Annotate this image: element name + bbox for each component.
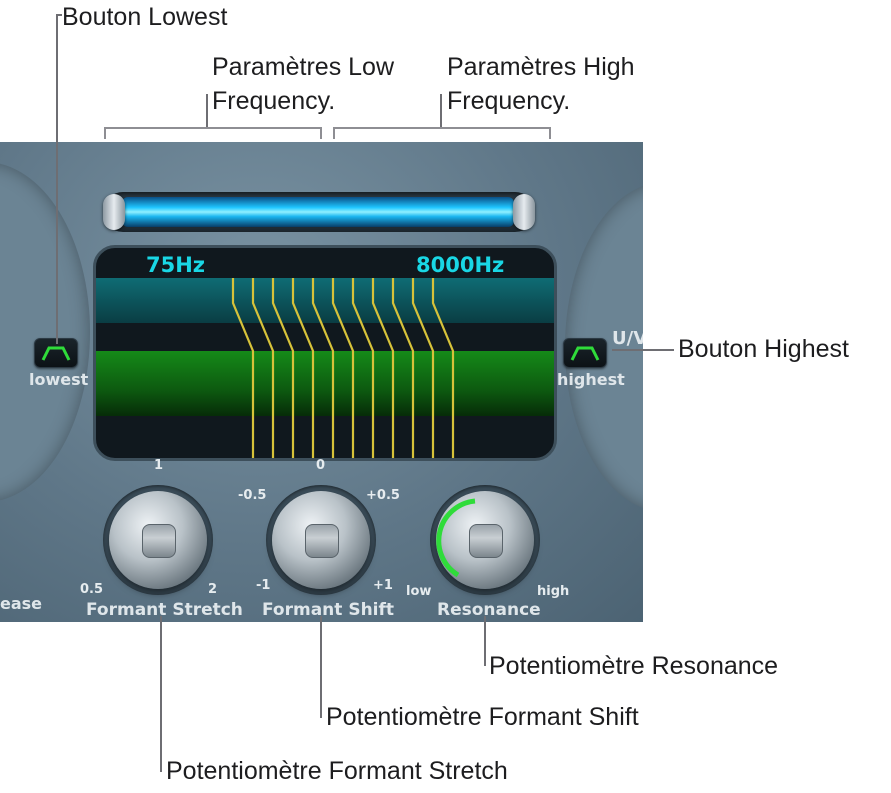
shift-left-value: -0.5 [238,488,267,503]
highest-button[interactable] [563,338,607,368]
shift-right-value: +0.5 [366,488,400,503]
formant-shift-knob[interactable] [272,491,370,589]
leader-formant-shift [320,616,322,718]
resonance-label: Resonance [437,600,541,620]
callout-formant-shift-knob: Potentiomètre Formant Shift [326,703,639,731]
shift-min-value: -1 [256,578,271,593]
formant-line [371,278,395,458]
shift-top-value: 0 [316,458,326,473]
callout-resonance-knob: Potentiomètre Resonance [489,652,779,680]
knob-cap [469,524,503,558]
knob-cap [305,524,339,558]
frequency-range-bar[interactable] [122,197,514,227]
bandpass-icon [570,346,600,361]
left-side-arc [0,162,90,502]
low-frequency-value[interactable]: 75Hz [146,253,206,277]
formant-line [231,278,255,458]
formant-stretch-label: Formant Stretch [86,600,243,620]
leader-resonance [484,616,486,666]
formant-line [351,278,375,458]
formant-lines [231,278,455,458]
formant-shift-label: Formant Shift [262,600,395,620]
uv-label: U/V [612,328,643,349]
lowest-button[interactable] [34,338,78,368]
leader-formant-stretch [160,616,162,772]
formant-line [251,278,275,458]
formant-line [411,278,435,458]
synthesis-band [96,351,554,416]
highest-label: highest [557,370,625,389]
callout-low-params-1: Paramètres Low [212,53,395,81]
callout-high-params-1: Paramètres High [447,53,635,81]
formant-line [291,278,315,458]
callout-low-params-2: Frequency. [212,87,336,115]
resonance-min-value: low [406,584,432,599]
leader-low-params [206,94,208,127]
formant-display: 75Hz 8000Hz [93,245,557,461]
shift-max-value: +1 [373,578,393,593]
callout-high-params-2: Frequency. [447,87,571,115]
resonance-arc [436,498,476,578]
callout-lowest-button: Bouton Lowest [62,3,228,31]
evoc-plugin-panel: 75Hz 8000Hz lowest [0,142,643,622]
high-frequency-value[interactable]: 8000Hz [416,253,505,277]
bandpass-icon [41,346,71,361]
lowest-label: lowest [29,370,89,389]
callout-formant-stretch-knob: Potentiomètre Formant Stretch [166,757,508,785]
analysis-band [96,278,554,323]
leader-highest [612,349,674,351]
formant-line [271,278,295,458]
leader-lowest [56,14,58,344]
resonance-max-value: high [537,584,570,599]
formant-line [311,278,335,458]
callout-highest-button: Bouton Highest [678,335,849,363]
formant-line [431,278,455,458]
stretch-max-value: 2 [208,582,218,597]
release-label: ease [0,594,43,613]
high-params-bracket [333,127,551,139]
stretch-min-value: 0.5 [80,582,104,597]
leader-high-params [440,94,442,127]
stretch-top-value: 1 [154,458,164,473]
leader-lowest-tick [56,14,62,16]
high-frequency-handle[interactable] [513,194,535,230]
knob-cap [142,524,176,558]
low-params-bracket [104,127,322,139]
low-frequency-handle[interactable] [103,194,125,230]
formant-line [331,278,355,458]
formant-line [391,278,415,458]
formant-stretch-knob[interactable] [109,491,207,589]
